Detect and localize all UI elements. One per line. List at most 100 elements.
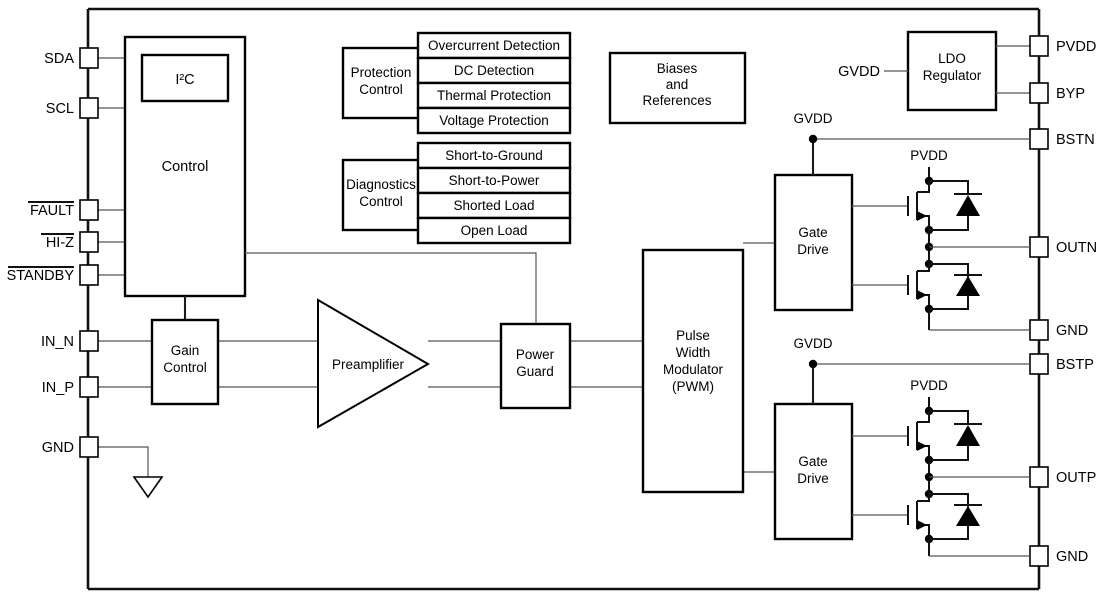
pin-label-inn: IN_N bbox=[41, 334, 74, 350]
gate-drive-n-outputs bbox=[852, 205, 908, 286]
pwm-label-1: Pulse bbox=[676, 328, 710, 343]
ldo-label-1: LDO bbox=[938, 51, 966, 66]
pwm-label-2: Width bbox=[676, 345, 711, 360]
protection-item-label-3: Voltage Protection bbox=[439, 113, 549, 128]
left-pin-labels: SDA SCL FAULT HI-Z STANDBY IN_N IN_P GND bbox=[7, 51, 75, 456]
pin-bstp[interactable] bbox=[1029, 353, 1049, 375]
pin-label-outn: OUTN bbox=[1056, 240, 1097, 256]
gate-drive-p-label-1: Gate bbox=[798, 454, 827, 469]
pin-inn[interactable] bbox=[79, 330, 99, 352]
output-stage-p: PVDD bbox=[907, 378, 1030, 557]
pin-outp[interactable] bbox=[1029, 466, 1049, 488]
pin-label-gnd-left: GND bbox=[42, 440, 74, 456]
protection-control-block[interactable]: Protection Control bbox=[341, 46, 422, 120]
diagnostics-item-label-1: Short-to-Power bbox=[449, 173, 540, 188]
diagnostics-control-block[interactable]: Diagnostics Control bbox=[341, 158, 422, 232]
diagnostics-item-1[interactable] bbox=[416, 166, 572, 195]
diagnostics-item-2[interactable] bbox=[416, 191, 572, 220]
pin-fault[interactable] bbox=[79, 199, 99, 221]
protection-item-2[interactable] bbox=[416, 81, 572, 110]
protection-item-3[interactable] bbox=[416, 106, 572, 135]
gate-drive-n-label-1: Gate bbox=[798, 225, 827, 240]
preamplifier-label: Preamplifier bbox=[332, 357, 405, 372]
mosfet-ls-p bbox=[907, 489, 982, 544]
diagnostics-item-label-2: Shorted Load bbox=[453, 198, 534, 213]
i2c-block-label: I²C bbox=[175, 72, 194, 88]
power-guard-label-1: Power bbox=[516, 347, 555, 362]
biases-label-1: Biases bbox=[657, 61, 698, 76]
control-to-powerguard-wire bbox=[245, 252, 537, 324]
pin-byp[interactable] bbox=[1029, 82, 1049, 104]
gate-drive-p-outputs bbox=[852, 435, 908, 516]
pwm-label-3: Modulator bbox=[663, 362, 724, 377]
pin-label-scl: SCL bbox=[46, 101, 74, 117]
power-guard-block[interactable]: Power Guard bbox=[499, 322, 572, 410]
pin-label-byp: BYP bbox=[1056, 86, 1085, 102]
pwm-label-4: (PWM) bbox=[672, 379, 714, 394]
diagnostics-items-stack: Short-to-Ground Short-to-Power Shorted L… bbox=[416, 141, 572, 245]
pin-label-fault-group: FAULT bbox=[28, 201, 74, 219]
ldo-regulator-block[interactable]: LDO Regulator bbox=[906, 30, 998, 112]
left-pin-wires bbox=[98, 57, 152, 477]
ldo-label-2: Regulator bbox=[923, 68, 982, 83]
gvdd-label-p: GVDD bbox=[793, 336, 832, 351]
biases-label-3: References bbox=[642, 93, 711, 108]
pin-label-gnd-n: GND bbox=[1056, 323, 1088, 339]
mosfet-ls-n bbox=[907, 259, 982, 314]
protection-item-label-2: Thermal Protection bbox=[437, 88, 551, 103]
diagnostics-item-0[interactable] bbox=[416, 141, 572, 170]
diagnostics-control-label-1: Diagnostics bbox=[346, 177, 416, 192]
pin-pvdd[interactable] bbox=[1029, 35, 1049, 57]
pin-standby[interactable] bbox=[79, 264, 99, 286]
gate-drive-p-label-2: Drive bbox=[797, 471, 829, 486]
protection-control-label-2: Control bbox=[359, 82, 403, 97]
diagnostics-control-label-2: Control bbox=[359, 194, 403, 209]
diagnostics-item-label-3: Open Load bbox=[461, 223, 528, 238]
pin-outn[interactable] bbox=[1029, 236, 1049, 258]
pvdd-label-fet-p: PVDD bbox=[910, 378, 948, 393]
pin-hiz[interactable] bbox=[79, 231, 99, 253]
power-guard-label-2: Guard bbox=[516, 364, 554, 379]
diagnostics-item-label-0: Short-to-Ground bbox=[445, 148, 543, 163]
control-block-label: Control bbox=[162, 159, 209, 175]
pin-label-pvdd: PVDD bbox=[1056, 39, 1096, 55]
preamplifier-block[interactable]: Preamplifier bbox=[317, 298, 431, 429]
gain-control-block[interactable]: Gain Control bbox=[150, 318, 220, 406]
protection-items-stack: Overcurrent Detection DC Detection Therm… bbox=[416, 31, 572, 135]
gate-drive-n-label-2: Drive bbox=[797, 242, 829, 257]
mosfet-hs-p bbox=[907, 410, 982, 465]
gvdd-rail-n: GVDD bbox=[793, 111, 1030, 175]
pin-label-sda: SDA bbox=[44, 51, 74, 67]
gate-drive-n-block[interactable]: Gate Drive bbox=[773, 173, 854, 312]
pin-bstn[interactable] bbox=[1029, 128, 1049, 150]
pin-sda[interactable] bbox=[79, 47, 99, 69]
pin-label-hiz-group: HI-Z bbox=[41, 233, 74, 251]
gvdd-rail-p: GVDD bbox=[793, 336, 1030, 404]
pin-label-inp: IN_P bbox=[42, 380, 74, 396]
pvdd-label-fet-n: PVDD bbox=[910, 148, 948, 163]
ground-symbol bbox=[132, 476, 164, 499]
pin-label-standby-group: STANDBY bbox=[7, 266, 75, 284]
pin-label-standby: STANDBY bbox=[7, 268, 75, 284]
pin-label-gnd-p: GND bbox=[1056, 549, 1088, 565]
diagnostics-item-3[interactable] bbox=[416, 216, 572, 245]
pin-gnd-n[interactable] bbox=[1029, 319, 1049, 341]
pin-scl[interactable] bbox=[79, 97, 99, 119]
ldo-gvdd-input-label: GVDD bbox=[838, 64, 880, 80]
left-pin-group bbox=[79, 47, 99, 458]
ldo-wires bbox=[884, 45, 1030, 94]
gate-drive-p-block[interactable]: Gate Drive bbox=[773, 402, 854, 541]
pin-gnd-p[interactable] bbox=[1029, 545, 1049, 567]
i2c-block[interactable]: I²C bbox=[140, 53, 230, 103]
protection-control-label-1: Protection bbox=[351, 65, 412, 80]
pwm-block[interactable]: Pulse Width Modulator (PWM) bbox=[641, 248, 745, 494]
pin-label-bstn: BSTN bbox=[1056, 132, 1095, 148]
protection-item-label-0: Overcurrent Detection bbox=[428, 38, 560, 53]
pin-inp[interactable] bbox=[79, 376, 99, 398]
pin-gnd-left[interactable] bbox=[79, 436, 99, 458]
gvdd-label-n: GVDD bbox=[793, 111, 832, 126]
right-pin-labels: PVDD BYP BSTN OUTN GND BSTP OUTP GND bbox=[1056, 39, 1097, 565]
biases-references-block[interactable]: Biases and References bbox=[608, 51, 747, 125]
